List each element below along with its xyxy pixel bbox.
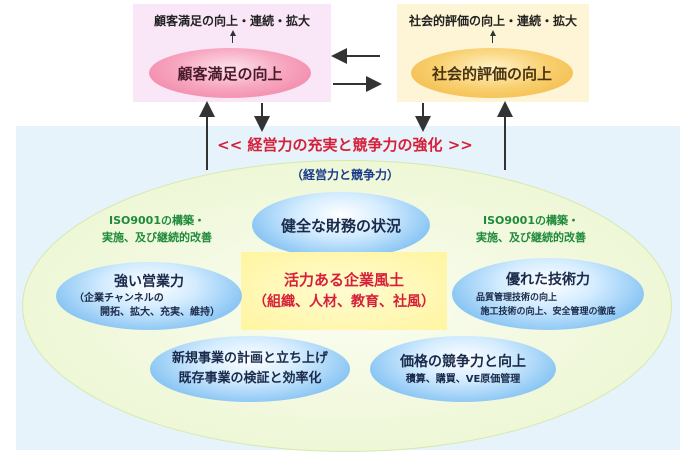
iso-note-right: ISO9001の構築・ 実施、及び継続的改善	[476, 214, 586, 244]
technology-title: 優れた技術力	[506, 272, 590, 288]
new-business-line-1: 新規事業の計画と立ち上げ	[171, 351, 328, 366]
price-line-1: 積算、購買、VE原価管理	[405, 374, 521, 385]
technology-ellipse: 優れた技術力 品質管理技術の向上 施工技術の向上、安全管理の徹底	[452, 258, 644, 330]
social-evaluation-caption: 社会的評価の向上・連続・拡大	[408, 14, 577, 28]
main-heading: << 経営力の充実と競争力の強化 >>	[217, 136, 473, 154]
social-evaluation-label: 社会的評価の向上	[431, 64, 552, 83]
social-caption-arrow	[490, 30, 496, 36]
customer-caption-arrow	[230, 30, 236, 36]
customer-satisfaction-ellipse: 顧客満足の向上	[149, 48, 311, 98]
finance-ellipse: 健全な財務の状況	[252, 192, 430, 258]
social-evaluation-ellipse: 社会的評価の向上	[411, 48, 573, 98]
customer-satisfaction-caption: 顧客満足の向上・連続・拡大	[153, 14, 310, 28]
technology-line-1: 品質管理技術の向上	[476, 293, 558, 303]
new-business-line-2: 既存事業の検証と効率化	[178, 371, 322, 386]
corporate-culture-title: 活力ある企業風土	[283, 271, 404, 289]
social-evaluation-box: 社会的評価の向上・連続・拡大 社会的評価の向上	[397, 4, 589, 102]
sales-title: 強い営業力	[114, 274, 184, 290]
finance-label: 健全な財務の状況	[280, 216, 401, 235]
sub-heading: （経営力と競争力）	[290, 168, 399, 182]
price-title: 価格の競争力と向上	[400, 354, 526, 370]
customer-satisfaction-label: 顧客満足の向上	[177, 64, 283, 83]
sales-ellipse: 強い営業力 （企業チャンネルの 開拓、拡大、充実、維持）	[56, 262, 242, 330]
sales-line-2: 開拓、拡大、充実、維持）	[100, 307, 220, 318]
corporate-culture-box: 活力ある企業風土 （組織、人材、教育、社風）	[241, 252, 447, 330]
technology-line-2: 施工技術の向上、安全管理の徹底	[480, 307, 616, 317]
customer-satisfaction-box: 顧客満足の向上・連続・拡大 顧客満足の向上	[133, 4, 331, 102]
corporate-culture-subtitle: （組織、人材、教育、社風）	[253, 294, 435, 310]
iso-note-left: ISO9001の構築・ 実施、及び継続的改善	[102, 214, 212, 244]
price-ellipse: 価格の競争力と向上 積算、購買、VE原価管理	[370, 336, 556, 402]
new-business-ellipse: 新規事業の計画と立ち上げ 既存事業の検証と効率化	[150, 336, 350, 402]
sales-line-1: （企業チャンネルの	[74, 293, 164, 304]
